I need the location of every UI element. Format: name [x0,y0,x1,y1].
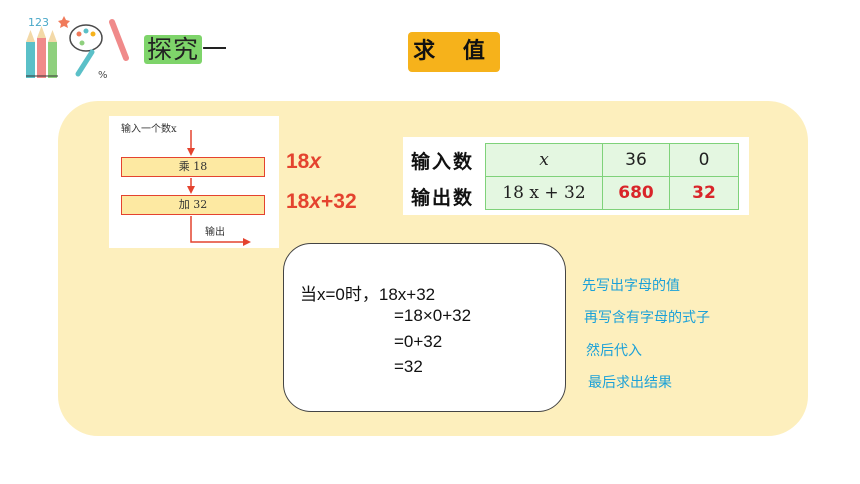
flowchart: 输入一个数x 乘 18 加 32 输出 [109,116,279,248]
brush-icon [75,49,95,77]
flowchart-input-label: 输入一个数x [121,124,177,135]
section-title-highlight: 探究 [144,35,203,64]
pencil-icon [48,42,57,78]
logo-number-text: 123 [28,16,49,29]
expr2-number: 18 [286,190,310,213]
pencil-icon [37,38,46,78]
logo-percent-text: % [98,70,108,81]
expr2-rest: +32 [321,190,357,213]
palette-icon [69,24,103,52]
step-note: 先写出字母的值 [582,278,680,294]
output-cell: 32 [669,176,739,210]
expr1-variable: x [309,150,322,173]
input-cell: x [485,143,603,177]
expr1-number: 18 [286,150,310,173]
calc-line: 当x=0时，18x+32 [300,285,436,304]
section-title-suffix: 一 [202,35,229,64]
pencil-icon [26,42,35,78]
step-note: 最后求出结果 [588,375,672,391]
output-cell: 680 [602,176,670,210]
input-row-label: 输入数 [411,151,475,173]
calc-line: =18×0+32 [394,306,472,325]
calc-line: =32 [394,357,423,376]
flowchart-arrows [187,130,251,246]
io-table: 输入数 输出数 x 36 0 18 x + 32 680 32 [403,137,749,215]
topic-badge: 求 值 [408,32,500,72]
expression-step2: 18x+32 [286,190,357,214]
output-row-label: 输出数 [411,187,475,209]
output-cell: 18 x + 32 [485,176,603,210]
step-note: 然后代入 [586,343,642,359]
input-cell: 0 [669,143,739,177]
calculation-box: 当x=0时，18x+32 =18×0+32 =0+32 =32 [283,243,566,412]
calc-line: =0+32 [394,332,443,351]
star-icon [58,16,70,28]
flowchart-step-multiply: 乘 18 [121,157,265,177]
pencils-palette-logo: 123 % [26,16,129,81]
section-title: 探究一 [144,30,228,66]
expr2-variable: x [309,190,322,213]
brush-icon [109,19,129,61]
step-note: 再写含有字母的式子 [584,310,710,326]
flowchart-step-add: 加 32 [121,195,265,215]
expression-step1: 18x [286,150,321,174]
flowchart-output-label: 输出 [205,227,225,238]
input-cell: 36 [602,143,670,177]
